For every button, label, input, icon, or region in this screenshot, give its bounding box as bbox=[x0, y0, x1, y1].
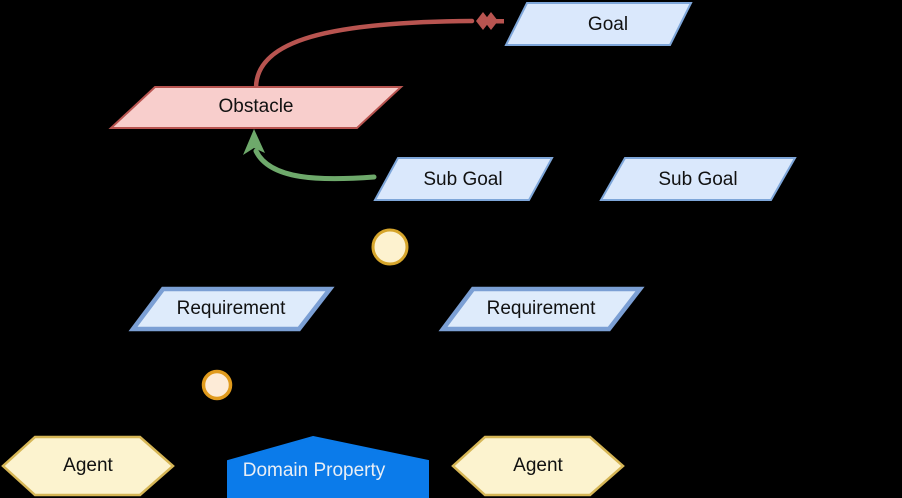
node-domain-property[interactable]: Domain Property bbox=[227, 435, 429, 498]
obstruction-edge-tip bbox=[496, 19, 504, 24]
node-goal[interactable]: Goal bbox=[504, 2, 693, 46]
obstacle-shape bbox=[108, 86, 404, 129]
agent-left-shape bbox=[1, 435, 175, 497]
requirement-right-shape bbox=[438, 286, 645, 332]
goal-shape bbox=[504, 2, 693, 46]
refinement-upper-circle bbox=[371, 228, 409, 266]
resolution-edge-path bbox=[253, 148, 377, 182]
node-requirement-left[interactable]: Requirement bbox=[128, 286, 335, 332]
sub-goal-right-shape bbox=[599, 157, 797, 201]
resolution-arrowhead-icon bbox=[243, 129, 265, 155]
sub-goal-left-shape bbox=[373, 157, 554, 201]
requirement-left-shape bbox=[128, 286, 335, 332]
agent-right-shape bbox=[451, 435, 625, 497]
node-obstacle[interactable]: Obstacle bbox=[108, 86, 404, 129]
node-sub-goal-left[interactable]: Sub Goal bbox=[373, 157, 554, 201]
refinement-lower-circle bbox=[201, 369, 233, 401]
node-agent-left[interactable]: Agent bbox=[1, 435, 175, 497]
obstruction-edge-path bbox=[253, 18, 475, 91]
node-refinement-lower[interactable] bbox=[201, 369, 233, 401]
node-requirement-right[interactable]: Requirement bbox=[438, 286, 645, 332]
obstruction-marker-icon bbox=[476, 12, 498, 30]
edge-obstruction[interactable] bbox=[253, 12, 504, 91]
node-sub-goal-right[interactable]: Sub Goal bbox=[599, 157, 797, 201]
domain-property-shape bbox=[227, 435, 429, 498]
node-agent-right[interactable]: Agent bbox=[451, 435, 625, 497]
node-refinement-upper[interactable] bbox=[371, 228, 409, 266]
edge-resolution[interactable] bbox=[243, 129, 377, 182]
